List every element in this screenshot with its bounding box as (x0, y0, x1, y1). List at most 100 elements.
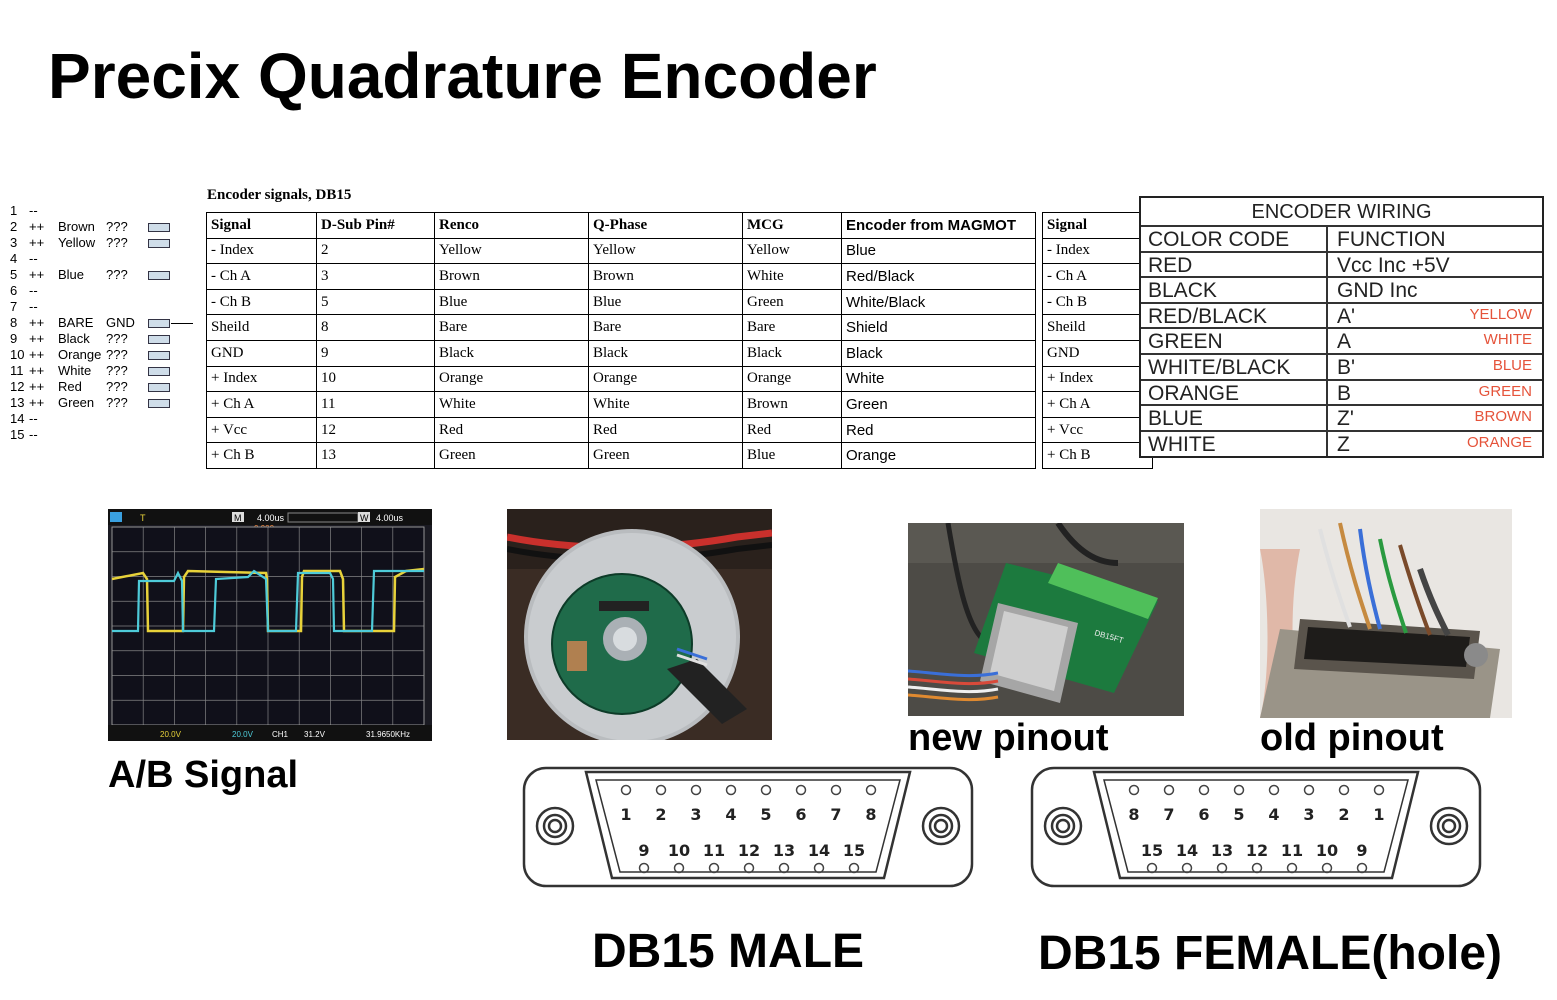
table-cell: Green (743, 289, 842, 316)
connector-pin-hole (760, 784, 772, 796)
db15-male-connector (522, 766, 974, 888)
table-cell: Bare (743, 315, 842, 341)
connector-pin-hole (1303, 784, 1315, 796)
wiring-function: Z' (1337, 407, 1354, 431)
connector-pin-hole (1233, 784, 1245, 796)
connector-pin-hole (1356, 862, 1368, 874)
pin-mark: -- (29, 203, 38, 218)
connector-pin-number: 14 (808, 841, 830, 860)
pin-terminal-box (148, 367, 170, 376)
pin-terminal-box (148, 319, 170, 328)
connector-pin-number: 9 (638, 841, 649, 860)
connector-pin-number: 10 (668, 841, 690, 860)
table-cell: Green (435, 443, 589, 469)
connector-pin-number: 11 (703, 841, 725, 860)
table-cell: Yellow (589, 238, 743, 265)
pin-signal: ??? (106, 235, 128, 250)
db15-female-label: DB15 FEMALE(hole) (1038, 927, 1503, 980)
connector-pin-hole (795, 784, 807, 796)
pin-wire-color: Green (58, 395, 95, 410)
pin-wire-color: Brown (58, 219, 95, 234)
table-cell: 8 (317, 315, 435, 341)
encoder-photo (507, 509, 772, 740)
connector-pin-number: 13 (773, 841, 795, 860)
table-header-cell: Q-Phase (589, 212, 743, 239)
table-cell: Black (589, 340, 743, 367)
connector-pin-hole (1216, 862, 1228, 874)
table-cell: + Ch B (1042, 443, 1153, 469)
pin-terminal-box (148, 271, 170, 280)
svg-text:W: W (360, 513, 369, 523)
wiring-annotation: BROWN (1474, 408, 1532, 426)
pin-mark: ++ (29, 235, 45, 250)
table-cell: + Ch A (1042, 392, 1153, 418)
table-cell: - Ch B (206, 289, 317, 316)
connector-pin-hole (655, 784, 667, 796)
table-cell: Brown (589, 264, 743, 290)
table-cell: White/Black (842, 289, 1036, 316)
pin-mark: ++ (29, 363, 45, 378)
pin-wire-color: Red (58, 379, 82, 394)
table-header-cell: Signal (206, 212, 317, 239)
connector-pin-number: 4 (725, 805, 736, 824)
connector-pin-number: 7 (1163, 805, 1174, 824)
pin-mark: ++ (29, 315, 45, 330)
table-header-cell: Signal (1042, 212, 1153, 239)
pin-number: 3 (10, 235, 18, 250)
table-cell: 5 (317, 289, 435, 316)
connector-pin-number: 5 (1233, 805, 1244, 824)
table-header-cell: MCG (743, 212, 842, 239)
pin-mark: ++ (29, 347, 45, 362)
connector-pin-hole (1268, 784, 1280, 796)
wiring-color-code: WHITE/BLACK (1148, 356, 1291, 379)
pin-wire-color: Yellow (58, 235, 96, 250)
table-header-cell: Renco (435, 212, 589, 239)
connector-pin-number: 2 (1338, 805, 1349, 824)
table-cell: Green (589, 443, 743, 469)
table-cell: Red (589, 417, 743, 444)
connector-pin-number: 8 (865, 805, 876, 824)
table-header-cell: D-Sub Pin# (317, 212, 435, 239)
connector-pin-hole (620, 784, 632, 796)
table-cell: - Ch B (1042, 289, 1153, 316)
ch1-volts-readout: 20.0V (160, 730, 182, 739)
ab-signal-caption: A/B Signal (108, 754, 299, 796)
connector-pin-number: 4 (1268, 805, 1279, 824)
connector-pin-number: 1 (1373, 805, 1384, 824)
connector-pin-hole (690, 784, 702, 796)
page-title: Precix Quadrature Encoder (48, 40, 877, 112)
pin-signal: ??? (106, 395, 128, 410)
table-cell: White (842, 366, 1036, 393)
pin-list: 1--2++Brown???3++Yellow???4--5++Blue???6… (10, 203, 200, 443)
pin-list-row: 11++White??? (10, 363, 200, 379)
table-cell: White (743, 264, 842, 290)
wiring-color-code: ORANGE (1148, 381, 1240, 405)
wiring-header-function: FUNCTION (1337, 228, 1446, 251)
new-pinout-photo: DB15FT (908, 523, 1184, 716)
wiring-color-code: WHITE (1148, 432, 1216, 456)
old-pinout-photo (1260, 509, 1512, 718)
oscilloscope-photo: T M 4.00us 0.000s W 4.00us 20.0V 20.0V C… (108, 509, 432, 741)
connector-pin-hole (865, 784, 877, 796)
timebase-readout: 4.00us (257, 513, 285, 523)
pin-mark: ++ (29, 219, 45, 234)
table-cell: - Index (1042, 238, 1153, 265)
table-cell: 3 (317, 264, 435, 290)
pin-list-row: 9++Black??? (10, 331, 200, 347)
connector-pin-hole (638, 862, 650, 874)
table-cell: Bare (435, 315, 589, 341)
pin-mark: -- (29, 411, 38, 426)
table-cell: - Ch A (1042, 264, 1153, 290)
pin-signal: ??? (106, 379, 128, 394)
wiring-header-color-code: COLOR CODE (1148, 228, 1290, 251)
connector-pin-hole (1321, 862, 1333, 874)
table-cell: Yellow (743, 238, 842, 265)
connector-pin-number: 3 (1303, 805, 1314, 824)
pin-mark: ++ (29, 267, 45, 282)
pin-terminal-box (148, 383, 170, 392)
